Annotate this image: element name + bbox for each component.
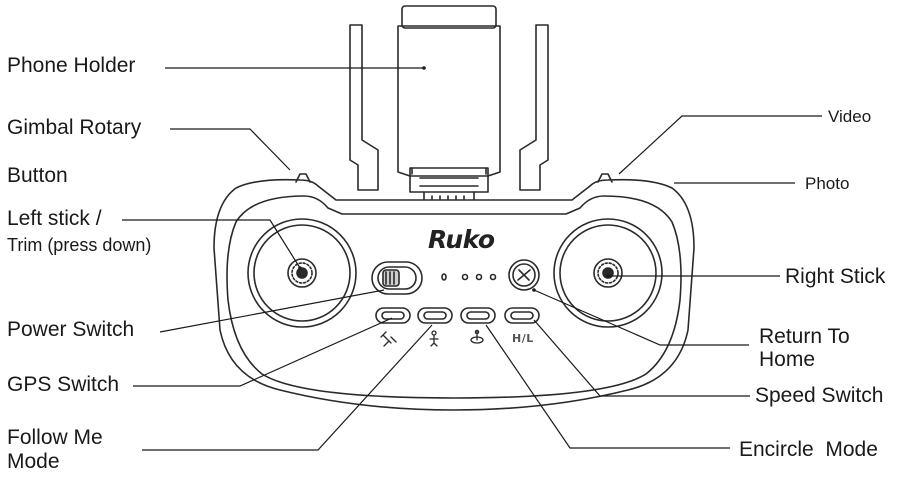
label-phone-holder: Phone Holder <box>7 54 136 77</box>
satellite-icon <box>380 331 397 347</box>
label-speed-switch: Speed Switch <box>755 384 884 407</box>
controller-body <box>213 173 695 411</box>
leader-gps-switch <box>133 317 393 387</box>
label-button: Button <box>7 164 68 187</box>
leader-return-home <box>533 289 749 346</box>
leader-speed-switch <box>533 319 750 397</box>
label-encircle-mode: Encircle Mode <box>739 438 878 461</box>
right-stick <box>553 218 663 328</box>
leader-lines <box>122 67 822 451</box>
phone-holder-arm-right <box>519 24 549 191</box>
follow-person-icon <box>429 330 439 347</box>
label-photo: Photo <box>805 174 850 193</box>
label-video: Video <box>828 107 872 126</box>
speed-mark-label: H/L <box>512 332 534 345</box>
label-follow-me-2: Mode <box>7 450 60 473</box>
label-return-home-1: Return To <box>759 325 850 348</box>
label-return-home-2: Home <box>759 348 816 371</box>
label-right-stick: Right Stick <box>785 265 886 288</box>
leader-dots <box>298 66 610 292</box>
label-trim: Trim (press down) <box>7 235 152 255</box>
label-follow-me-1: Follow Me <box>7 426 103 449</box>
label-power-switch: Power Switch <box>7 318 135 341</box>
encircle-icon <box>470 329 484 344</box>
label-left-stick: Left stick / <box>7 207 102 230</box>
leader-follow-me <box>142 324 433 451</box>
label-gimbal-rotary: Gimbal Rotary <box>7 116 142 139</box>
speed-switch-button <box>504 307 540 324</box>
label-gps-switch: GPS Switch <box>7 373 120 396</box>
leader-gimbal-rotary <box>170 128 291 171</box>
phone-holder <box>397 5 501 193</box>
leader-power-switch <box>159 289 385 333</box>
leader-video <box>618 115 822 175</box>
follow-me-button <box>417 307 453 324</box>
power-switch <box>371 261 423 295</box>
brand-logo: Ruko <box>428 225 495 254</box>
indicator-leds <box>441 273 497 281</box>
leader-encircle <box>485 324 730 449</box>
return-home-button <box>508 259 540 291</box>
encircle-button <box>460 307 496 324</box>
phone-holder-arm-left <box>349 24 379 191</box>
gps-switch-button <box>375 307 411 324</box>
leader-left-stick <box>122 219 301 269</box>
left-stick <box>247 218 357 328</box>
